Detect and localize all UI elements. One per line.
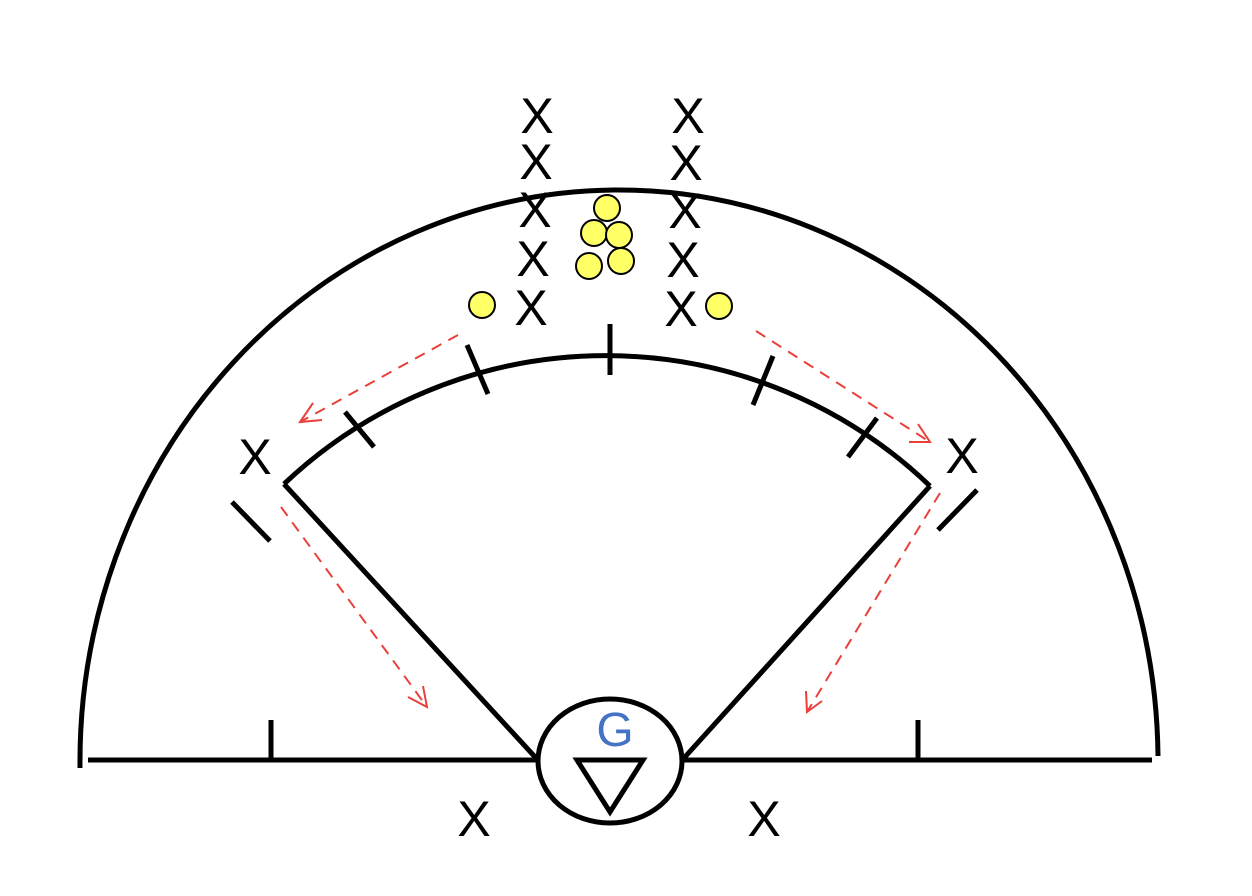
fan-arc: [77, 187, 1161, 769]
arc-hash-4: [750, 355, 776, 406]
goal-crease: [535, 696, 685, 826]
pass-arrow-lower-right: [806, 492, 941, 713]
player-left-line: X: [514, 280, 547, 336]
player-right-line: X: [664, 281, 697, 337]
goal-triangle: [572, 757, 648, 817]
goalie-label: G: [596, 704, 633, 757]
player-left-line: X: [518, 182, 551, 238]
player-bottom-right: X: [747, 791, 780, 847]
ball: [468, 291, 496, 319]
player-right-line: X: [668, 183, 701, 239]
ball: [593, 194, 621, 222]
eight-meter-left-side: [282, 482, 538, 760]
player-left-wing: X: [238, 429, 271, 485]
right-wing-hash: [936, 488, 979, 532]
pass-arrow-upper-right-head: [909, 423, 932, 443]
ball: [580, 219, 608, 247]
player-left-line: X: [519, 134, 552, 190]
arc-hash-2: [464, 344, 491, 395]
left-wing-hash: [230, 500, 272, 543]
player-right-wing: X: [945, 428, 978, 484]
pass-arrow-upper-left-head: [297, 402, 323, 424]
player-right-line: X: [669, 135, 702, 191]
ball: [605, 221, 633, 249]
ball: [607, 247, 635, 275]
player-left-line: X: [516, 231, 549, 287]
pass-arrow-upper-right: [755, 330, 931, 443]
ball: [575, 252, 603, 280]
player-bottom-left: X: [457, 791, 490, 847]
pass-arrow-upper-left: [299, 334, 459, 423]
eight-meter-arc: [282, 353, 932, 488]
arc-hash-5: [845, 416, 880, 459]
player-left-line: X: [520, 88, 553, 144]
pass-arrow-lower-left: [280, 506, 428, 708]
player-right-line: X: [671, 88, 704, 144]
ball: [705, 292, 733, 320]
arc-hash-1: [343, 410, 376, 449]
pass-arrow-lower-left-head: [407, 685, 429, 709]
player-right-line: X: [666, 232, 699, 288]
pass-arrow-lower-right-head: [805, 690, 823, 714]
eight-meter-right-side: [682, 484, 932, 760]
